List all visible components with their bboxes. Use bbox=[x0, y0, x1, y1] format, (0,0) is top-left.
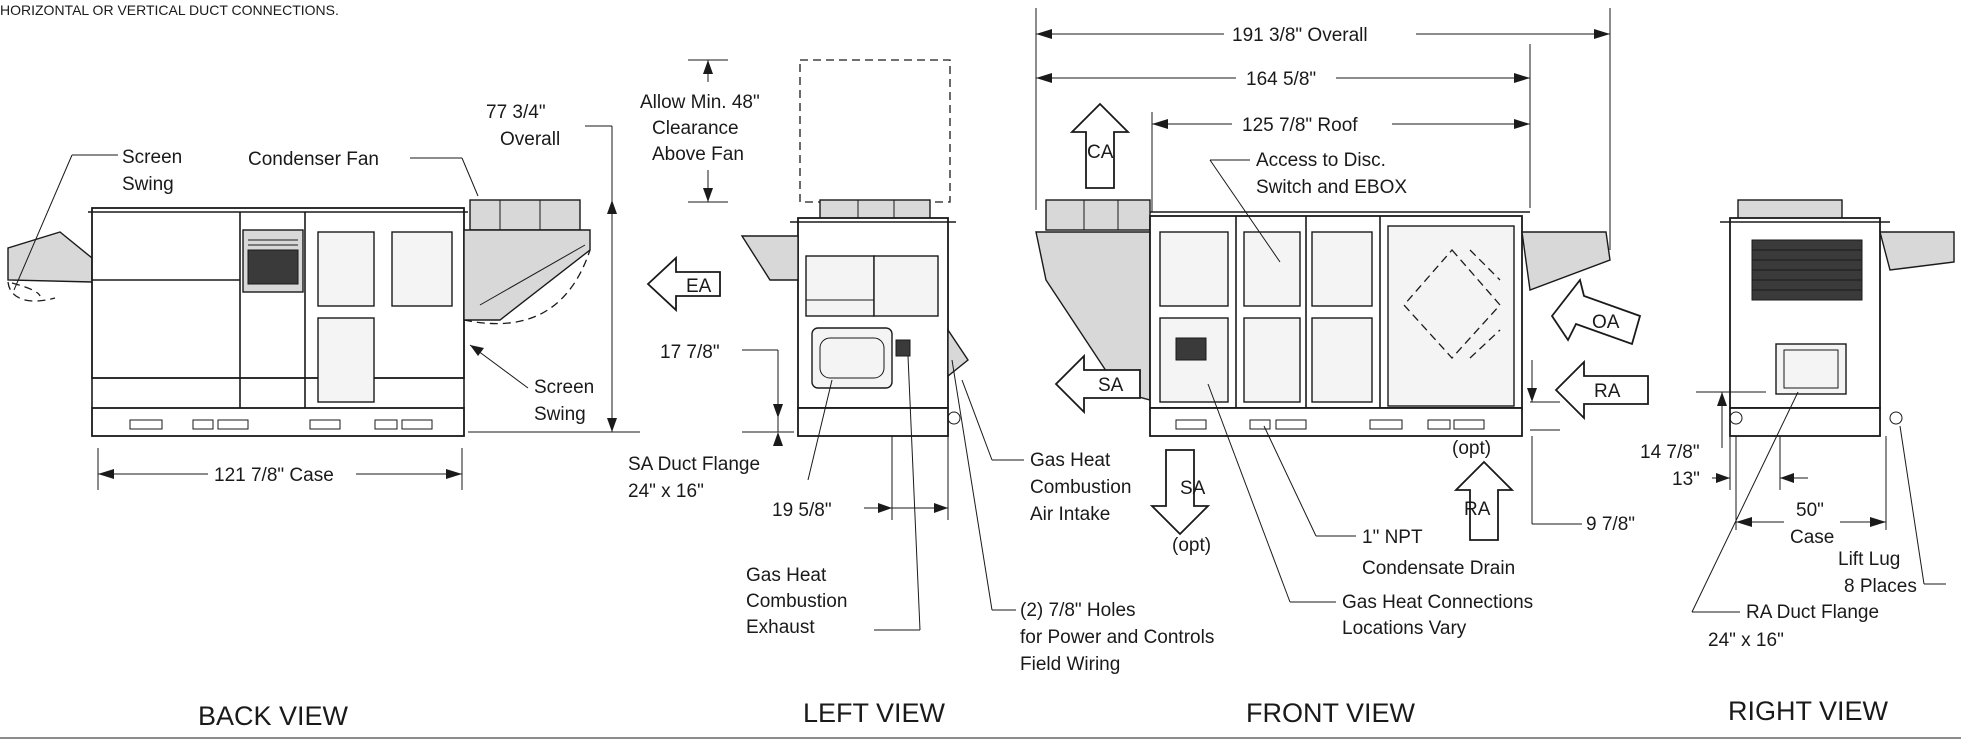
left-height-17: 17 7/8" bbox=[660, 342, 720, 363]
left-holes-3: Field Wiring bbox=[1020, 654, 1120, 675]
front-panel-1 bbox=[1159, 231, 1229, 307]
right-lift-lug-2: 8 Places bbox=[1844, 576, 1917, 597]
back-overall-2: Overall bbox=[500, 129, 560, 150]
front-gas-conn-1: Gas Heat Connections bbox=[1342, 592, 1533, 613]
left-view-title: LEFT VIEW bbox=[803, 698, 946, 728]
left-gas-intake-3: Air Intake bbox=[1030, 504, 1110, 525]
right-view-title: RIGHT VIEW bbox=[1728, 696, 1889, 726]
front-view: 191 3/8" Overall 164 5/8" 125 7/8" Roof … bbox=[1035, 8, 1649, 728]
back-view: 121 7/8" Case Screen Swing Condenser Fan… bbox=[7, 102, 640, 731]
back-overall-1: 77 3/4" bbox=[486, 102, 546, 123]
back-panel-1 bbox=[317, 231, 375, 307]
left-clearance-1: Allow Min. 48" bbox=[640, 92, 760, 113]
back-screen-swing-right-1: Screen bbox=[534, 377, 594, 398]
front-ra-bottom-arrow bbox=[1453, 460, 1515, 541]
back-case-width: 121 7/8" Case bbox=[214, 465, 334, 486]
right-ra-duct-flange bbox=[1775, 343, 1847, 395]
left-holes-2: for Power and Controls bbox=[1020, 627, 1214, 648]
front-ra-opt: (opt) bbox=[1452, 438, 1491, 459]
right-view: 14 7/8" 13" 50" Case Lift Lug 8 Places R… bbox=[1640, 199, 1955, 726]
back-base-rail bbox=[91, 407, 465, 437]
left-ea-arrow bbox=[646, 255, 721, 313]
front-ra-arrow bbox=[1554, 359, 1649, 421]
front-oa-arrow bbox=[1550, 277, 1642, 346]
front-ra-label: RA bbox=[1594, 381, 1621, 402]
right-lift-lug-1: Lift Lug bbox=[1838, 549, 1900, 570]
front-view-title: FRONT VIEW bbox=[1246, 698, 1416, 728]
back-panel-2 bbox=[317, 317, 375, 403]
back-condenser-fan-label: Condenser Fan bbox=[248, 149, 379, 170]
front-access-1: Access to Disc. bbox=[1256, 150, 1386, 171]
left-clearance-3: Above Fan bbox=[652, 144, 744, 165]
left-hood-left bbox=[740, 235, 799, 281]
left-sa-duct-flange-1: SA Duct Flange bbox=[628, 454, 760, 475]
right-ra-duct-flange-2: 24" x 16" bbox=[1708, 630, 1784, 651]
front-oa-label: OA bbox=[1592, 312, 1620, 333]
front-dim-9: 9 7/8" bbox=[1586, 514, 1635, 535]
left-holes-1: (2) 7/8" Holes bbox=[1020, 600, 1136, 621]
right-height-13: 13" bbox=[1672, 469, 1700, 490]
front-sa-label: SA bbox=[1098, 375, 1124, 396]
front-panel-5 bbox=[1243, 317, 1301, 403]
front-drain-1: 1" NPT bbox=[1362, 527, 1423, 548]
front-sa-bottom-arrow bbox=[1149, 449, 1211, 536]
left-view: Allow Min. 48" Clearance Above Fan EA 1 bbox=[628, 59, 1214, 728]
left-gas-exhaust-3: Exhaust bbox=[746, 617, 815, 638]
right-height-14: 14 7/8" bbox=[1640, 442, 1700, 463]
right-case-2: Case bbox=[1790, 527, 1834, 548]
back-screen-swing-arc-right bbox=[463, 249, 591, 325]
left-width-19: 19 5/8" bbox=[772, 500, 832, 521]
back-view-title: BACK VIEW bbox=[198, 701, 349, 731]
back-condenser-fan bbox=[469, 199, 581, 231]
front-drain-2: Condensate Drain bbox=[1362, 558, 1515, 579]
left-ea-label: EA bbox=[686, 276, 712, 297]
front-gas-conn-2: Locations Vary bbox=[1342, 618, 1467, 639]
front-access-2: Switch and EBOX bbox=[1256, 177, 1407, 198]
top-note: HORIZONTAL OR VERTICAL DUCT CONNECTIONS. bbox=[0, 2, 339, 18]
left-clearance-box bbox=[799, 59, 951, 203]
right-ra-duct-flange-1: RA Duct Flange bbox=[1746, 602, 1879, 623]
front-dashed-diamond bbox=[1403, 249, 1501, 359]
left-sa-duct-flange-2: 24" x 16" bbox=[628, 481, 704, 502]
front-sa-bottom-label: SA bbox=[1180, 478, 1206, 499]
back-panel-3 bbox=[391, 231, 453, 307]
back-screen-swing-left-1: Screen bbox=[122, 147, 182, 168]
front-sa-opt: (opt) bbox=[1172, 535, 1211, 556]
front-sa-arrow bbox=[1054, 353, 1141, 415]
front-ra-bottom-label: RA bbox=[1464, 499, 1491, 520]
front-panel-2 bbox=[1243, 231, 1301, 307]
left-clearance-2: Clearance bbox=[652, 118, 739, 139]
front-overall: 191 3/8" Overall bbox=[1232, 25, 1368, 46]
front-panel-3 bbox=[1311, 231, 1373, 307]
left-gas-exhaust-1: Gas Heat bbox=[746, 565, 827, 586]
left-base-rail bbox=[797, 407, 949, 437]
front-ca-arrow bbox=[1069, 102, 1131, 189]
front-large-panel bbox=[1387, 225, 1515, 407]
right-base-rail bbox=[1729, 407, 1881, 437]
right-hood bbox=[1879, 231, 1955, 271]
right-case-1: 50" bbox=[1796, 500, 1824, 521]
back-screen-swing-right-2: Swing bbox=[534, 404, 586, 425]
back-right-hood bbox=[463, 229, 591, 321]
front-panel-6 bbox=[1311, 317, 1373, 403]
front-right-hood bbox=[1521, 231, 1611, 291]
front-ca-label: CA bbox=[1087, 142, 1114, 163]
left-gas-exhaust-2: Combustion bbox=[746, 591, 847, 612]
front-base-rail bbox=[1149, 407, 1523, 437]
back-screen-swing-left-2: Swing bbox=[122, 174, 174, 195]
front-fan bbox=[1045, 199, 1151, 231]
left-gas-intake-1: Gas Heat bbox=[1030, 450, 1111, 471]
left-gas-heat-section bbox=[811, 327, 893, 389]
front-dim-164: 164 5/8" bbox=[1246, 69, 1316, 90]
front-roof: 125 7/8" Roof bbox=[1242, 115, 1358, 136]
left-gas-intake-2: Combustion bbox=[1030, 477, 1131, 498]
